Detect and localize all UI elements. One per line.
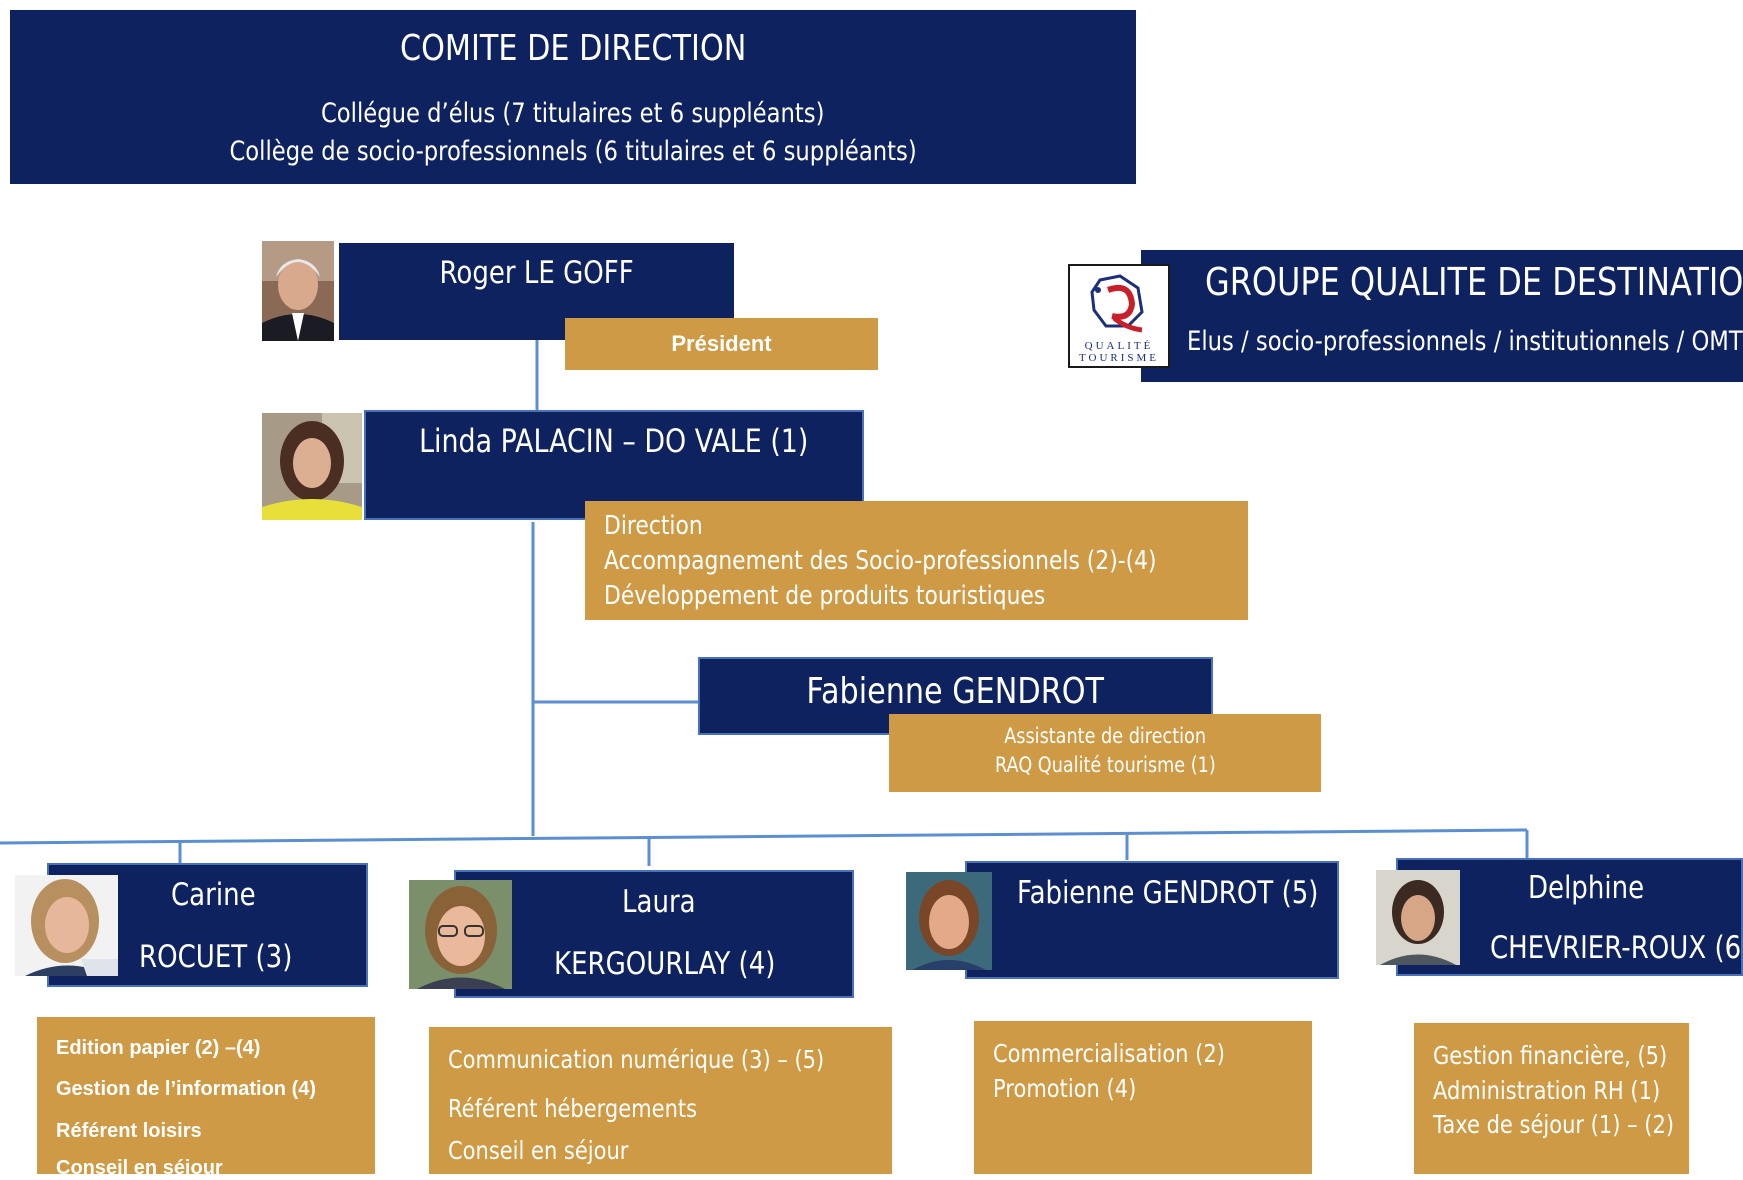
staff-1-task-1: Edition papier (2) –(4) bbox=[56, 1037, 261, 1059]
staff-card-laura: Laura KERGOURLAY (4) bbox=[454, 870, 854, 998]
president-name: Roger LE GOFF bbox=[439, 255, 634, 291]
staff-4-task-2: Administration RH (1) bbox=[1433, 1076, 1661, 1105]
president-photo bbox=[262, 241, 334, 341]
staff-1-tasks-box: Edition papier (2) –(4) Gestion de l’inf… bbox=[37, 1017, 375, 1179]
president-box: Roger LE GOFF bbox=[339, 243, 734, 340]
president-role: Président bbox=[671, 331, 772, 356]
staff-2-first: Laura bbox=[622, 884, 696, 920]
staff-card-fabienne: Fabienne GENDROT (5) bbox=[965, 861, 1339, 979]
committee-line1: Collégue d’élus (7 titulaires et 6 suppl… bbox=[321, 98, 825, 129]
assistant-role-2: RAQ Qualité tourisme (1) bbox=[994, 753, 1216, 777]
staff-1-first: Carine bbox=[171, 877, 256, 913]
staff-1-task-4: Conseil en séjour bbox=[56, 1157, 223, 1179]
staff-2-task-3: Conseil en séjour bbox=[448, 1136, 629, 1165]
qualite-tourisme-logo: QUALITÉ TOURISME bbox=[1068, 264, 1170, 368]
staff-2-task-2: Référent hébergements bbox=[448, 1094, 698, 1123]
fabienne-photo bbox=[906, 872, 992, 970]
director-photo bbox=[262, 413, 362, 520]
laura-photo bbox=[409, 880, 512, 989]
staff-3-task-1: Commercialisation (2) bbox=[993, 1039, 1225, 1068]
quality-group-title: GROUPE QUALITE DE DESTINATION bbox=[1205, 260, 1743, 304]
director-name: Linda PALACIN – DO VALE (1) bbox=[419, 422, 809, 460]
connector-staff-bus bbox=[0, 828, 1528, 845]
committee-line2: Collège de socio-professionnels (6 titul… bbox=[229, 136, 917, 167]
staff-4-task-1: Gestion financière, (5) bbox=[1433, 1041, 1668, 1070]
president-role-box: Président bbox=[565, 318, 878, 370]
logo-line2: TOURISME bbox=[1078, 352, 1160, 364]
delphine-photo bbox=[1376, 870, 1460, 965]
staff-1-task-3: Référent loisirs bbox=[56, 1120, 202, 1142]
staff-4-first: Delphine bbox=[1528, 870, 1645, 906]
staff-3-tasks-box: Commercialisation (2) Promotion (4) bbox=[974, 1021, 1312, 1174]
staff-1-task-2: Gestion de l’information (4) bbox=[56, 1078, 317, 1100]
director-role-1: Direction bbox=[604, 511, 703, 541]
director-role-2: Accompagnement des Socio-professionnels … bbox=[604, 546, 1157, 576]
committee-title: COMITE DE DIRECTION bbox=[399, 28, 747, 69]
staff-4-last: CHEVRIER-ROUX (6) bbox=[1490, 930, 1743, 966]
quality-group-box: GROUPE QUALITE DE DESTINATION Elus / soc… bbox=[1141, 250, 1743, 382]
assistant-roles-box: Assistante de direction RAQ Qualité tour… bbox=[889, 714, 1321, 792]
qualite-tourisme-emblem-icon bbox=[1090, 274, 1144, 333]
staff-3-name: Fabienne GENDROT (5) bbox=[1017, 875, 1319, 911]
staff-2-tasks-box: Communication numérique (3) – (5) Référe… bbox=[429, 1027, 892, 1174]
committee-box: COMITE DE DIRECTION Collégue d’élus (7 t… bbox=[10, 10, 1136, 184]
quality-group-subtitle: Elus / socio-professionnels / institutio… bbox=[1187, 326, 1743, 357]
staff-4-tasks-box: Gestion financière, (5) Administration R… bbox=[1414, 1023, 1689, 1174]
director-role-3: Développement de produits touristiques bbox=[604, 581, 1046, 611]
logo-line1: QUALITÉ bbox=[1084, 340, 1154, 352]
assistant-name: Fabienne GENDROT bbox=[806, 671, 1105, 712]
staff-2-last: KERGOURLAY (4) bbox=[554, 946, 776, 982]
carine-photo bbox=[15, 875, 118, 976]
assistant-role-1: Assistante de direction bbox=[1004, 724, 1206, 748]
staff-3-task-2: Promotion (4) bbox=[993, 1074, 1137, 1103]
staff-1-last: ROCUET (3) bbox=[139, 939, 293, 975]
staff-2-task-1: Communication numérique (3) – (5) bbox=[448, 1045, 825, 1074]
staff-4-task-3: Taxe de séjour (1) – (2) bbox=[1433, 1110, 1675, 1139]
director-roles-box: Direction Accompagnement des Socio-profe… bbox=[585, 501, 1248, 620]
